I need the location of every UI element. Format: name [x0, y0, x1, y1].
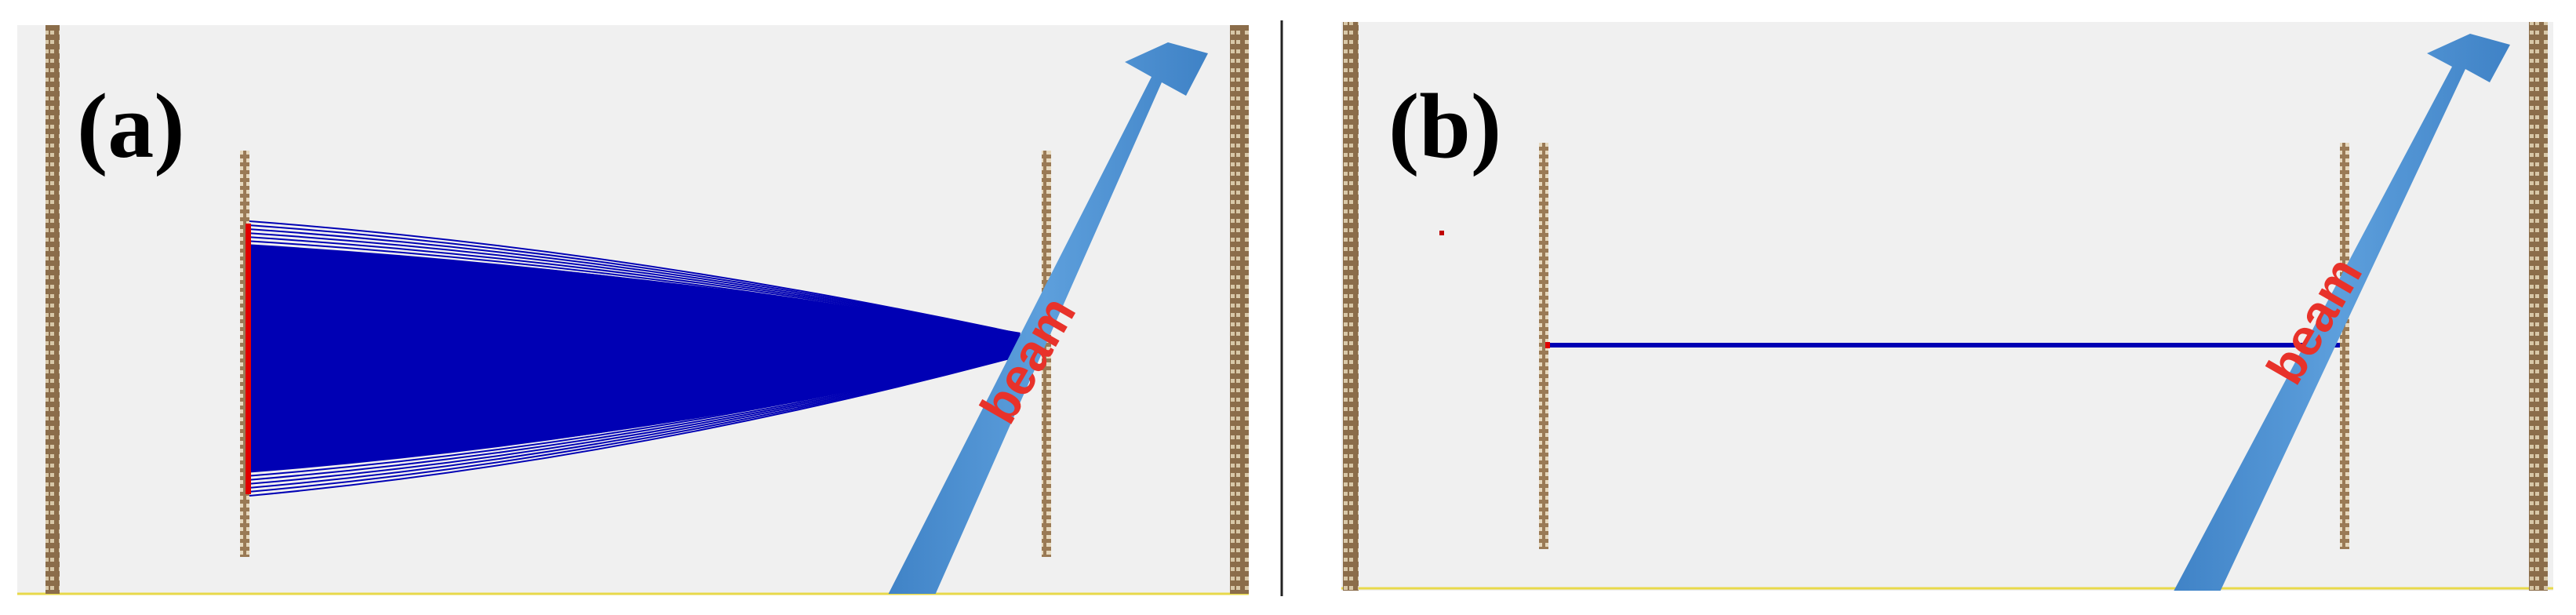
- trajectory-line: [249, 350, 1021, 471]
- trajectory-line: [249, 355, 1021, 497]
- trajectory-line: [249, 355, 1021, 493]
- panel-b-marker-dot: [1439, 231, 1444, 235]
- panel-a-trajectories: [249, 220, 1021, 497]
- trajectory-line: [249, 353, 1021, 481]
- panel-a: beam (a): [17, 25, 1249, 595]
- panel-b-right-electrode: [2340, 143, 2349, 549]
- panel-a-left-wall: [45, 25, 60, 594]
- panel-a-right-wall: [1230, 25, 1249, 594]
- panel-a-label: (a): [77, 75, 185, 177]
- panel-b-left-wall: [1343, 22, 1359, 591]
- panel-a-right-electrode: [1042, 151, 1051, 557]
- panel-b-label: (b): [1388, 75, 1501, 177]
- trajectory-line: [249, 220, 1021, 335]
- trajectory-line: [249, 232, 1021, 336]
- trajectory-line: [249, 354, 1021, 485]
- panel-b-emitter: [1545, 342, 1550, 348]
- trajectory-line: [249, 354, 1021, 489]
- panel-b-left-electrode: [1539, 143, 1548, 549]
- panel-a-emitter: [246, 224, 251, 494]
- panel-a-beam-arrow-icon: [888, 42, 1208, 594]
- trajectory-line: [249, 353, 1021, 473]
- panel-b: beam (b): [1341, 22, 2553, 591]
- panel-b-right-wall: [2529, 22, 2548, 591]
- panel-b-background: [1341, 22, 2553, 591]
- trajectory-line: [249, 353, 1021, 477]
- trajectory-line: [249, 224, 1021, 335]
- trajectory-line: [249, 228, 1021, 336]
- panel-b-beam-arrow-icon: [2174, 34, 2510, 591]
